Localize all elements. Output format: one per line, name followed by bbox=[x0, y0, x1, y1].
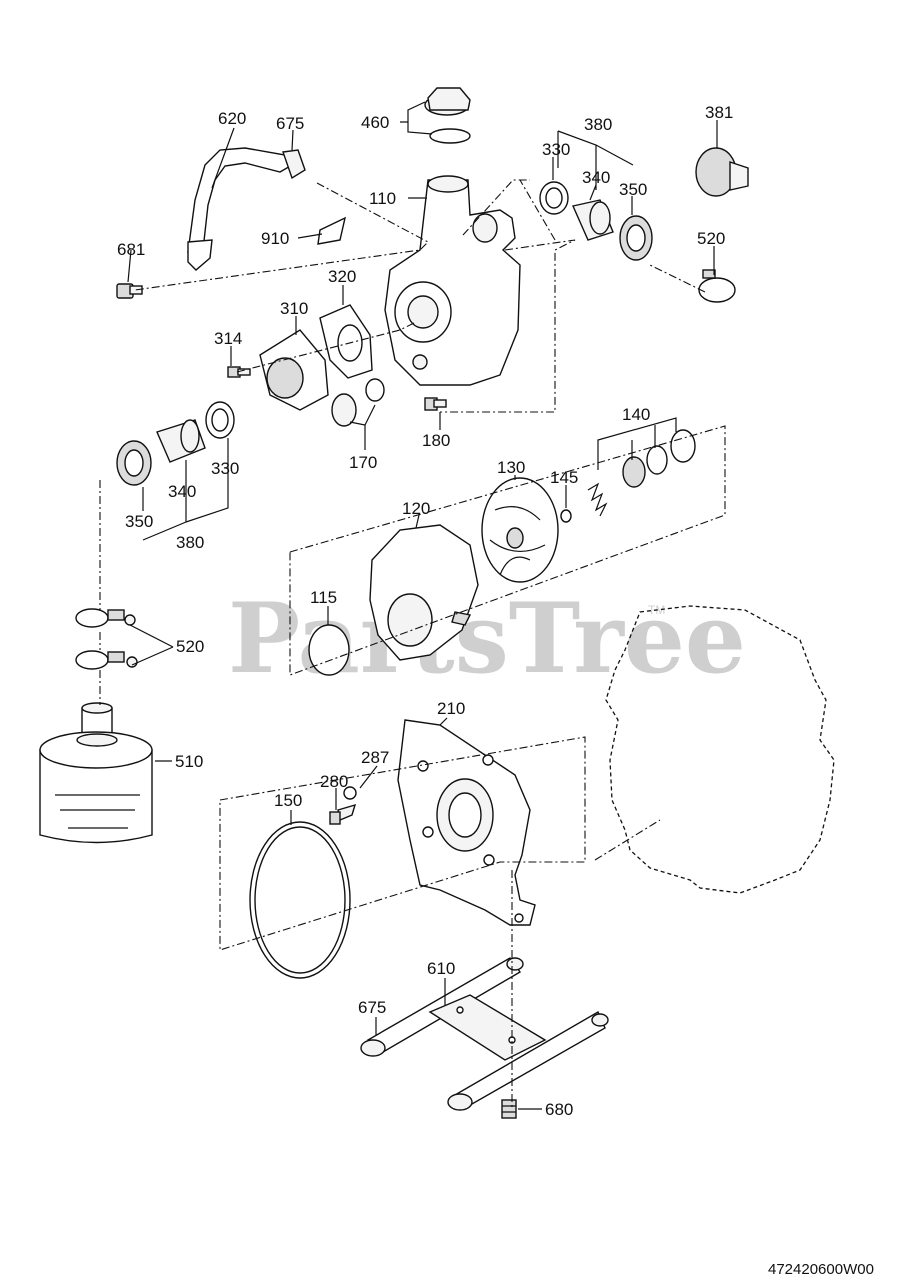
callout-380-left: 380 bbox=[176, 533, 204, 552]
pump-body-110 bbox=[384, 175, 521, 386]
callout-910: 910 bbox=[261, 229, 289, 248]
engine-outline bbox=[605, 605, 835, 894]
assembly-lines bbox=[99, 179, 726, 1110]
plate-610 bbox=[428, 994, 547, 1061]
watermark-text: PartsTree bbox=[228, 582, 746, 695]
callout-340-left: 340 bbox=[168, 482, 196, 501]
callout-520-left: 520 bbox=[176, 637, 204, 656]
cover-310 bbox=[259, 329, 329, 411]
label-910 bbox=[317, 216, 347, 245]
cap-460 bbox=[424, 87, 471, 144]
nut-350-left bbox=[116, 440, 152, 486]
callout-130: 130 bbox=[497, 458, 525, 477]
washer-287 bbox=[343, 786, 357, 800]
clamp-520-right bbox=[698, 269, 736, 303]
diagram-code: 472420600W00 bbox=[768, 1261, 874, 1278]
callout-620: 620 bbox=[218, 109, 246, 128]
callout-170: 170 bbox=[349, 453, 377, 472]
callout-180: 180 bbox=[422, 431, 450, 450]
callout-610: 610 bbox=[427, 959, 455, 978]
callout-110: 110 bbox=[369, 189, 396, 208]
callout-140: 140 bbox=[622, 405, 650, 424]
bracket-210 bbox=[397, 719, 536, 926]
hose-adapter-340-left bbox=[156, 419, 206, 463]
gasket-320 bbox=[319, 304, 373, 379]
gasket-330-left bbox=[205, 401, 235, 439]
spring-145 bbox=[560, 482, 608, 523]
o-ring-150 bbox=[249, 821, 351, 979]
callout-350-right: 350 bbox=[619, 180, 647, 199]
drain-plug-170 bbox=[331, 378, 385, 427]
callout-680: 680 bbox=[545, 1100, 573, 1119]
callout-675-bottom: 675 bbox=[358, 998, 386, 1017]
o-ring-115 bbox=[308, 624, 350, 676]
volute-case-120 bbox=[369, 524, 479, 661]
clamp-520-left-upper bbox=[75, 608, 136, 628]
callout-320: 320 bbox=[328, 267, 356, 286]
callout-310: 310 bbox=[280, 299, 308, 318]
callout-115: 115 bbox=[310, 588, 337, 607]
bolt-680 bbox=[501, 1099, 517, 1119]
bolt-280 bbox=[329, 803, 357, 825]
callout-330-left: 330 bbox=[211, 459, 239, 478]
callout-330-right: 330 bbox=[542, 140, 570, 159]
callout-340-right: 340 bbox=[582, 168, 610, 187]
intake-pipe-620 bbox=[187, 147, 306, 271]
callout-120: 120 bbox=[402, 499, 430, 518]
callout-380-right: 380 bbox=[584, 115, 612, 134]
callout-675-top: 675 bbox=[276, 114, 304, 133]
callout-681: 681 bbox=[117, 240, 145, 259]
seal-140 bbox=[622, 429, 696, 488]
clamp-520-left-lower bbox=[75, 650, 138, 670]
callout-314: 314 bbox=[214, 329, 242, 348]
strainer-510 bbox=[39, 702, 153, 844]
callout-150: 150 bbox=[274, 791, 302, 810]
hose-adapter-340-right bbox=[572, 199, 614, 241]
leader-lines bbox=[127, 101, 718, 1110]
callout-510: 510 bbox=[175, 752, 203, 771]
callout-287: 287 bbox=[361, 748, 389, 767]
nut-381 bbox=[695, 147, 749, 197]
callout-350-left: 350 bbox=[125, 512, 153, 531]
callout-210: 210 bbox=[437, 699, 465, 718]
callout-145: 145 bbox=[550, 468, 578, 487]
callout-460: 460 bbox=[361, 113, 389, 132]
impeller-130 bbox=[481, 477, 559, 583]
nut-350-right bbox=[619, 215, 653, 261]
callout-labels: 620 675 460 380 381 330 340 350 110 910 … bbox=[117, 103, 733, 1119]
callout-280: 280 bbox=[320, 772, 348, 791]
bolt-180 bbox=[424, 397, 447, 411]
callout-520-right: 520 bbox=[697, 229, 725, 248]
callout-381: 381 bbox=[705, 103, 733, 122]
gasket-330-right bbox=[539, 181, 569, 215]
plug-681 bbox=[116, 283, 143, 299]
